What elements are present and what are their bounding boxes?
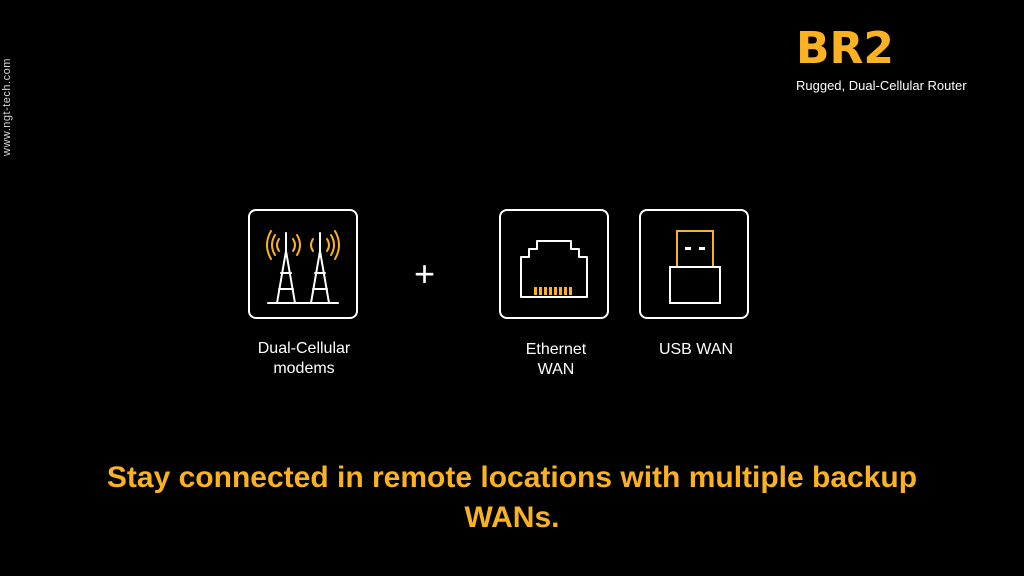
caption-cellular-line1: Dual-Cellular bbox=[257, 340, 351, 357]
caption-ethernet-line1: Ethernet bbox=[525, 341, 587, 358]
plus-sign: + bbox=[414, 253, 436, 294]
caption-usb: USB WAN bbox=[658, 341, 734, 358]
feature-tile-usb bbox=[639, 209, 749, 319]
feature-tile-ethernet bbox=[499, 209, 609, 319]
caption-ethernet-line2: WAN bbox=[537, 361, 575, 378]
brand-subtitle: Rugged, Dual-Cellular Router bbox=[796, 78, 967, 93]
brand-block: BR2 Rugged, Dual-Cellular Router bbox=[796, 23, 1006, 94]
caption-cellular: Dual-Cellular modems bbox=[234, 339, 374, 379]
usb-plug-icon bbox=[669, 230, 721, 304]
website-url: www.ngt-tech.com bbox=[1, 58, 13, 156]
headline-line1: Stay connected in remote locations with … bbox=[106, 461, 918, 494]
feature-tile-cellular bbox=[248, 209, 358, 319]
ethernet-port-icon bbox=[520, 240, 588, 298]
brand-title: BR2 bbox=[796, 23, 895, 74]
cell-tower-icon bbox=[266, 230, 340, 304]
caption-ethernet: Ethernet WAN bbox=[496, 340, 616, 380]
headline-line2: WANs. bbox=[464, 501, 560, 534]
headline: Stay connected in remote locations with … bbox=[40, 458, 984, 538]
caption-cellular-line2: modems bbox=[273, 360, 335, 377]
